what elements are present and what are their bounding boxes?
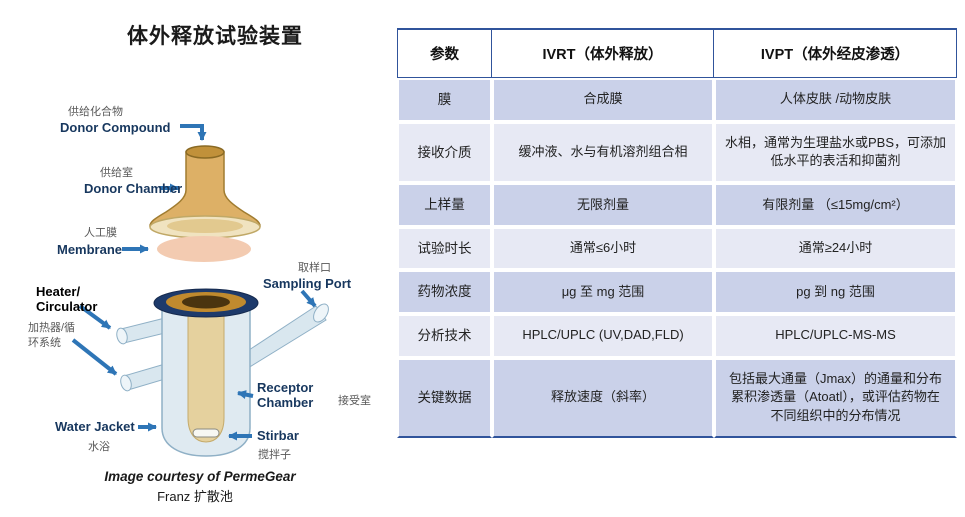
cell-ivpt: 水相，通常为生理盐水或PBS，可添加低水平的表活和抑菌剂 — [714, 121, 957, 184]
stirbar-shape — [192, 428, 220, 438]
receptor-chamber-label-en-line1: Receptor — [257, 380, 313, 395]
heater-label-en-line2: Circulator — [36, 299, 97, 314]
caption-line2: Franz 扩散池 — [157, 489, 233, 504]
donor-chamber-label-en: Donor Chamber — [84, 181, 182, 196]
donor-chamber-shape — [149, 145, 261, 239]
header-ivrt: IVRT（体外释放） — [492, 28, 714, 78]
heater-label-zh-line2: 环系统 — [28, 336, 61, 349]
cell-ivpt: 有限剂量 （≤15mg/cm²） — [714, 183, 957, 227]
cell-param: 接收介质 — [397, 121, 492, 184]
header-ivpt: IVPT（体外经皮渗透） — [714, 28, 957, 78]
heater-arrow-upper — [78, 304, 112, 330]
donor-compound-arrow — [180, 124, 207, 141]
cell-param: 试验时长 — [397, 226, 492, 271]
receptor-chamber-arrow — [237, 390, 254, 399]
membrane-label-zh: 人工膜 — [84, 226, 117, 239]
water-jacket-label-zh: 水浴 — [88, 440, 110, 453]
table-header-row: 参数 IVRT（体外释放） IVPT（体外经皮渗透） — [397, 28, 957, 78]
cell-ivrt: 合成膜 — [492, 78, 714, 122]
membrane-shape — [157, 236, 251, 262]
water-jacket-label-en: Water Jacket — [55, 419, 135, 434]
table-row-key-data: 关键数据 释放速度（斜率） 包括最大通量（Jmax）的通量和分布累积渗透量（At… — [397, 357, 957, 439]
receptor-vessel-shape — [116, 288, 329, 457]
cell-ivpt: HPLC/UPLC-MS-MS — [714, 313, 957, 358]
cell-param: 上样量 — [397, 183, 492, 227]
cell-ivrt: 缓冲液、水与有机溶剂组合相 — [492, 121, 714, 184]
membrane-label-en: Membrane — [57, 242, 122, 257]
donor-compound-label-zh: 供给化合物 — [68, 104, 123, 118]
table-row-membrane: 膜 合成膜 人体皮肤 /动物皮肤 — [397, 78, 957, 122]
cell-param: 关键数据 — [397, 357, 492, 439]
caption-line1: Image courtesy of PermeGear — [104, 469, 296, 484]
comparison-table-panel: 参数 IVRT（体外释放） IVPT（体外经皮渗透） 膜 合成膜 人体皮肤 /动… — [397, 28, 957, 439]
table-row-receiving-medium: 接收介质 缓冲液、水与有机溶剂组合相 水相，通常为生理盐水或PBS，可添加低水平… — [397, 121, 957, 184]
table-row-dose-amount: 上样量 无限剂量 有限剂量 （≤15mg/cm²） — [397, 183, 957, 227]
apparatus-panel: 体外释放试验装置 — [0, 0, 395, 517]
table-row-drug-concentration: 药物浓度 μg 至 mg 范围 pg 到 ng 范围 — [397, 270, 957, 314]
table-row-analysis-technique: 分析技术 HPLC/UPLC (UV,DAD,FLD) HPLC/UPLC-MS… — [397, 313, 957, 358]
cell-param: 药物浓度 — [397, 270, 492, 314]
header-param: 参数 — [397, 28, 492, 78]
receptor-chamber-label-en-line2: Chamber — [257, 395, 313, 410]
heater-label-en-line1: Heater/ — [36, 284, 80, 299]
cell-param: 膜 — [397, 78, 492, 122]
receptor-chamber-label-zh: 接受室 — [338, 393, 371, 407]
cell-ivpt: 人体皮肤 /动物皮肤 — [714, 78, 957, 122]
ivrt-ivpt-table: 参数 IVRT（体外释放） IVPT（体外经皮渗透） 膜 合成膜 人体皮肤 /动… — [397, 28, 957, 439]
heater-arrow-lower — [71, 338, 118, 376]
cell-ivrt: μg 至 mg 范围 — [492, 270, 714, 314]
donor-chamber-label-zh: 供给室 — [100, 165, 133, 179]
sampling-port-label-en: Sampling Port — [263, 276, 352, 291]
cell-ivrt: 无限剂量 — [492, 183, 714, 227]
franz-cell-diagram: 供给化合物 Donor Compound 供给室 Donor Chamber 人… — [28, 104, 371, 504]
sampling-port-label-zh: 取样口 — [298, 260, 331, 274]
donor-compound-label-en: Donor Compound — [60, 120, 171, 135]
table-row-test-duration: 试验时长 通常≤6小时 通常≥24小时 — [397, 226, 957, 271]
cell-ivpt: pg 到 ng 范围 — [714, 270, 957, 314]
stirbar-label-en: Stirbar — [257, 428, 299, 443]
sampling-port-arrow — [300, 289, 317, 308]
cell-ivrt: 通常≤6小时 — [492, 226, 714, 271]
cell-ivpt: 包括最大通量（Jmax）的通量和分布累积渗透量（Atoatl），或评估药物在不同… — [714, 357, 957, 439]
cell-ivrt: 释放速度（斜率） — [492, 357, 714, 439]
cell-param: 分析技术 — [397, 313, 492, 358]
stirbar-label-zh: 搅拌子 — [258, 447, 291, 461]
cell-ivpt: 通常≥24小时 — [714, 226, 957, 271]
diagram-title: 体外释放试验装置 — [127, 25, 303, 48]
heater-label-zh-line1: 加热器/循 — [28, 321, 75, 334]
cell-ivrt: HPLC/UPLC (UV,DAD,FLD) — [492, 313, 714, 358]
